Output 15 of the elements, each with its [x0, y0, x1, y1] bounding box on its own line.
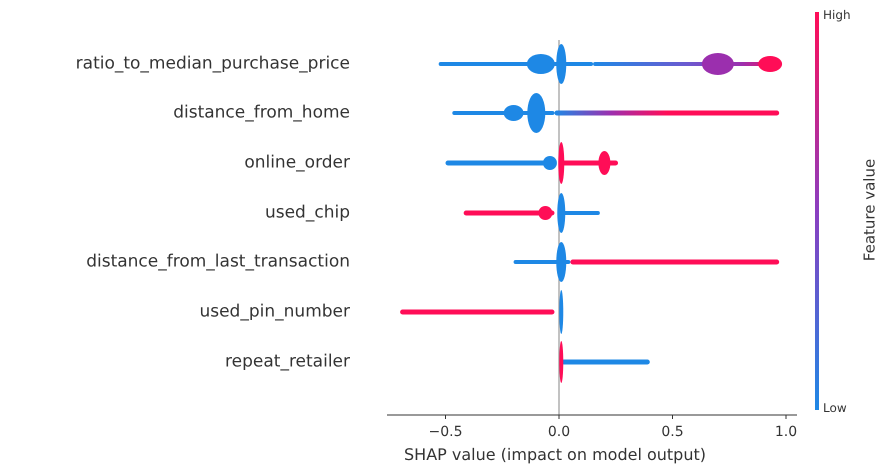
colorbar-label: High: [823, 9, 851, 21]
colorbar-title: Feature value: [862, 158, 878, 262]
colorbar-label: Low: [823, 402, 847, 414]
feature-label: ratio_to_median_purchase_price: [76, 56, 350, 72]
tick-label: 1.0: [774, 425, 798, 439]
feature-label: used_pin_number: [199, 304, 350, 320]
feature-label: repeat_retailer: [225, 354, 350, 370]
tick-label: 0.0: [548, 425, 570, 439]
axis-title: SHAP value (impact on model output): [404, 447, 706, 463]
feature-label: used_chip: [264, 204, 350, 222]
feature-label: distance_from_home: [173, 104, 350, 122]
feature-label: distance_from_last_transaction: [86, 254, 350, 270]
tick-label: −0.5: [428, 425, 462, 439]
tick-label: 0.5: [661, 425, 684, 439]
feature-label: online_order: [244, 154, 350, 172]
